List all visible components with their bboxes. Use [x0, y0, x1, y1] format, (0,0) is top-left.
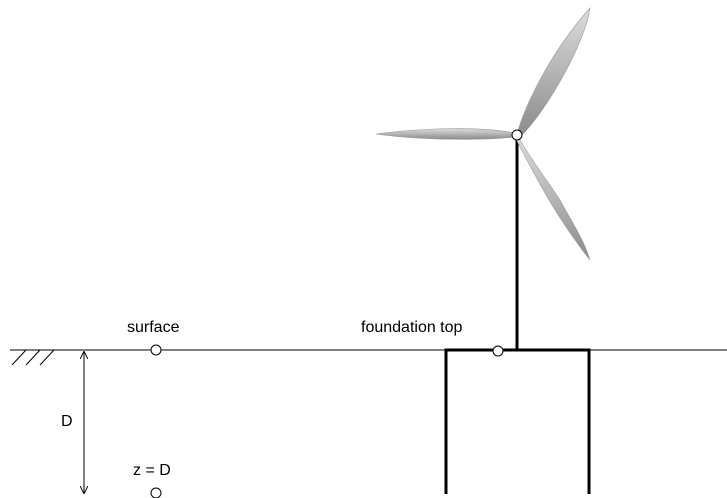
foundation-frame: [444, 348, 591, 494]
turbine-blade-left: [375, 128, 516, 140]
turbine-blade-lower: [515, 137, 591, 261]
depth-point-label: z = D: [133, 462, 171, 479]
foundation-top-label: foundation top: [361, 319, 463, 336]
turbine-blade-upper: [516, 7, 591, 138]
foundation-top-node: [492, 345, 504, 357]
surface-node: [150, 344, 162, 356]
surface-label: surface: [127, 319, 180, 336]
hub-node: [511, 129, 523, 141]
depth-symbol-label: D: [61, 413, 73, 430]
depth-point-node: [150, 487, 162, 498]
ground-hatch-icon: [11, 349, 55, 366]
turbine-rotor: [375, 7, 591, 261]
